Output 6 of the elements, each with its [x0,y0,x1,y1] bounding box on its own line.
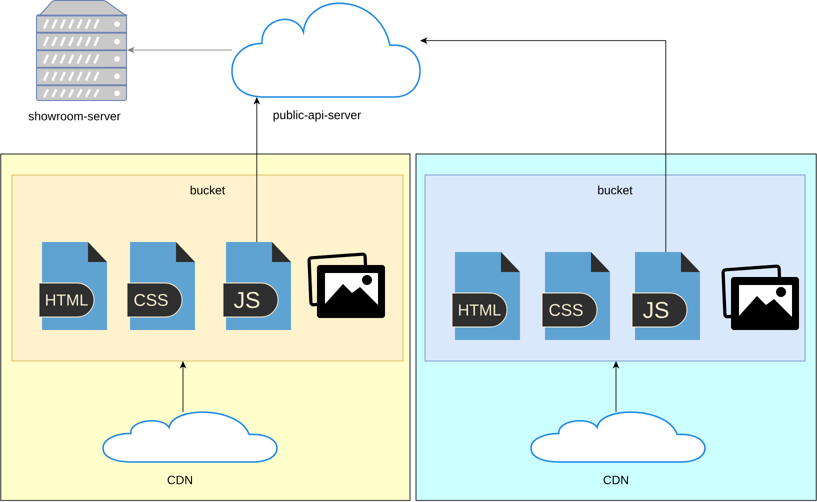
cloud-label: CDN [168,476,192,484]
cloud-label: public-api-server [274,110,361,122]
picture-icon [308,252,385,318]
picture-icon [722,264,799,330]
cloud-label: CDN [604,476,628,484]
server-label: showroom-server [28,112,120,120]
